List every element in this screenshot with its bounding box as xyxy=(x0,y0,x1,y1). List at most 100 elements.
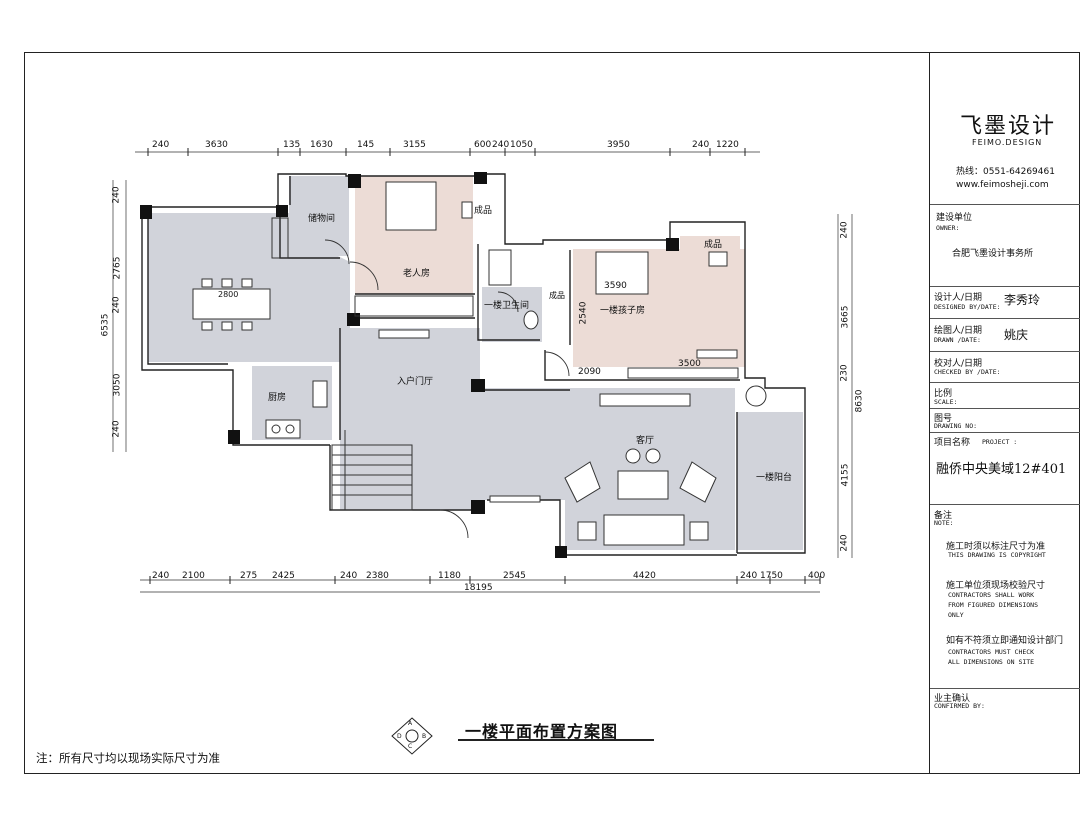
divider xyxy=(930,351,1080,352)
checked-label-en: CHECKED BY /DATE: xyxy=(934,368,1001,376)
door-swings xyxy=(324,239,570,539)
drawing-caption: 一楼平面布置方案图 xyxy=(465,722,619,741)
divider xyxy=(930,504,1080,505)
room-label-bathroom: 一楼卫生间 xyxy=(484,301,530,311)
owner-label: 建设单位 xyxy=(936,213,973,223)
room-label-finished-2: 成品 xyxy=(549,291,565,300)
toilet xyxy=(523,310,539,330)
note-2-en-2: FROM FIGURED DIMENSIONS xyxy=(948,601,1039,609)
dim-bottom-6: 2380 xyxy=(366,571,389,581)
dim-bottom-2: 2100 xyxy=(182,571,205,581)
dim-bottom-9: 4420 xyxy=(633,571,656,581)
note-2: 施工单位须现场校验尺寸 xyxy=(946,581,1046,591)
pink-fills xyxy=(355,176,745,367)
dim-top-7: 600 xyxy=(474,140,492,150)
checked-label: 校对人/日期 xyxy=(934,359,983,369)
floor-plan xyxy=(112,148,853,755)
dim-top-6: 3155 xyxy=(403,140,426,150)
note-1: 施工时须以标注尺寸为准 xyxy=(946,542,1046,552)
drawn-label: 绘图人/日期 xyxy=(934,326,983,336)
caption-underline xyxy=(458,739,654,741)
scale-label-en: SCALE: xyxy=(934,398,958,406)
dim-right-3: 230 xyxy=(839,364,850,382)
shower xyxy=(488,249,512,286)
armchair-right xyxy=(679,461,717,503)
confirm-label: 业主确认 xyxy=(934,694,971,704)
dim-left-5: 240 xyxy=(111,420,122,438)
dim-bottom-7: 1180 xyxy=(438,571,461,581)
divider xyxy=(930,204,1080,205)
firm-name-en: FEIMO.DESIGN xyxy=(972,138,1043,147)
dim-right-total: 8630 xyxy=(854,389,865,413)
dim-right-2: 3665 xyxy=(840,305,851,329)
note-3-en-2: ALL DIMENSIONS ON SITE xyxy=(948,658,1035,666)
room-label-elder: 老人房 xyxy=(403,269,431,279)
room-label-finished-3: 成品 xyxy=(704,240,723,250)
compass-a: A xyxy=(408,720,413,727)
dim-total-width: 18195 xyxy=(464,583,493,593)
walls xyxy=(141,173,806,556)
dim-bottom-12: 400 xyxy=(808,571,826,581)
note-3: 如有不符须立即通知设计部门 xyxy=(946,636,1064,646)
hotline: 热线：0551-64269461 xyxy=(956,167,1055,177)
cooktop xyxy=(265,419,301,439)
dim-bottom-3: 275 xyxy=(240,571,258,581)
dim-table: 2800 xyxy=(218,290,239,299)
drawn-label-en: DRAWN /DATE: xyxy=(934,336,981,344)
storage-fill xyxy=(289,176,349,256)
note-1-en: THIS DRAWING IS COPYRIGHT xyxy=(948,551,1046,559)
dim-top-3: 135 xyxy=(283,140,301,150)
compass-d: D xyxy=(397,733,402,740)
dim-top-11: 240 xyxy=(692,140,710,150)
notes-label-en: NOTE: xyxy=(934,519,954,527)
columns xyxy=(140,172,679,558)
drawing-no-label: 图号 xyxy=(934,414,953,424)
dim-top-9: 1050 xyxy=(510,140,533,150)
divider xyxy=(930,318,1080,319)
dim-right-4: 4155 xyxy=(840,463,851,487)
confirm-label-en: CONFIRMED BY: xyxy=(934,702,985,710)
room-label-finished-1: 成品 xyxy=(474,206,493,216)
room-label-kitchen: 厨房 xyxy=(268,393,287,403)
dim-bottom-4: 2425 xyxy=(272,571,295,581)
dimension-lines xyxy=(112,151,853,593)
dim-left-1: 240 xyxy=(111,186,122,204)
project-label-en: PROJECT : xyxy=(982,438,1018,446)
dim-left-4: 3050 xyxy=(112,373,123,397)
designer-label: 设计人/日期 xyxy=(934,293,983,303)
drawing-no-label-en: DRAWING NO: xyxy=(934,422,978,430)
drawn-value: 姚庆 xyxy=(1004,328,1029,342)
project-value: 融侨中央美域12#401 xyxy=(936,462,1067,477)
dim-bottom-8: 2545 xyxy=(503,571,526,581)
website: www.feimosheji.com xyxy=(956,180,1049,190)
dim-bottom-11: 1750 xyxy=(760,571,783,581)
furniture xyxy=(192,181,767,546)
dim-top-5: 145 xyxy=(357,140,375,150)
dim-right-1: 240 xyxy=(839,221,850,239)
dim-inner-2: 2540 xyxy=(578,301,589,325)
note-2-en-3: ONLY xyxy=(948,611,964,619)
dim-inner-3: 2090 xyxy=(578,367,601,377)
desk-chair xyxy=(708,251,728,267)
divider xyxy=(930,408,1080,409)
elder-bed xyxy=(385,181,437,231)
dim-bottom-1: 240 xyxy=(152,571,170,581)
room-label-foyer: 入户门厅 xyxy=(397,377,434,387)
stairs xyxy=(331,430,413,511)
sofa xyxy=(603,514,685,546)
firm-name: 飞墨设计 xyxy=(960,114,1057,139)
owner-label-en: OWNER: xyxy=(936,224,960,232)
notes-label: 备注 xyxy=(934,511,953,521)
dim-bottom-10: 240 xyxy=(740,571,758,581)
dim-left-2: 2765 xyxy=(112,256,123,280)
dim-inner-1: 3590 xyxy=(604,281,627,291)
sink xyxy=(312,380,328,408)
dim-top-2: 3630 xyxy=(205,140,228,150)
scale-label: 比例 xyxy=(934,389,953,399)
dim-top-1: 240 xyxy=(152,140,170,150)
project-label: 项目名称 xyxy=(934,438,971,448)
compass-symbol xyxy=(391,717,433,755)
room-label-storage: 储物间 xyxy=(308,214,336,224)
room-fills xyxy=(148,176,803,550)
room-label-child: 一楼孩子房 xyxy=(600,306,646,316)
